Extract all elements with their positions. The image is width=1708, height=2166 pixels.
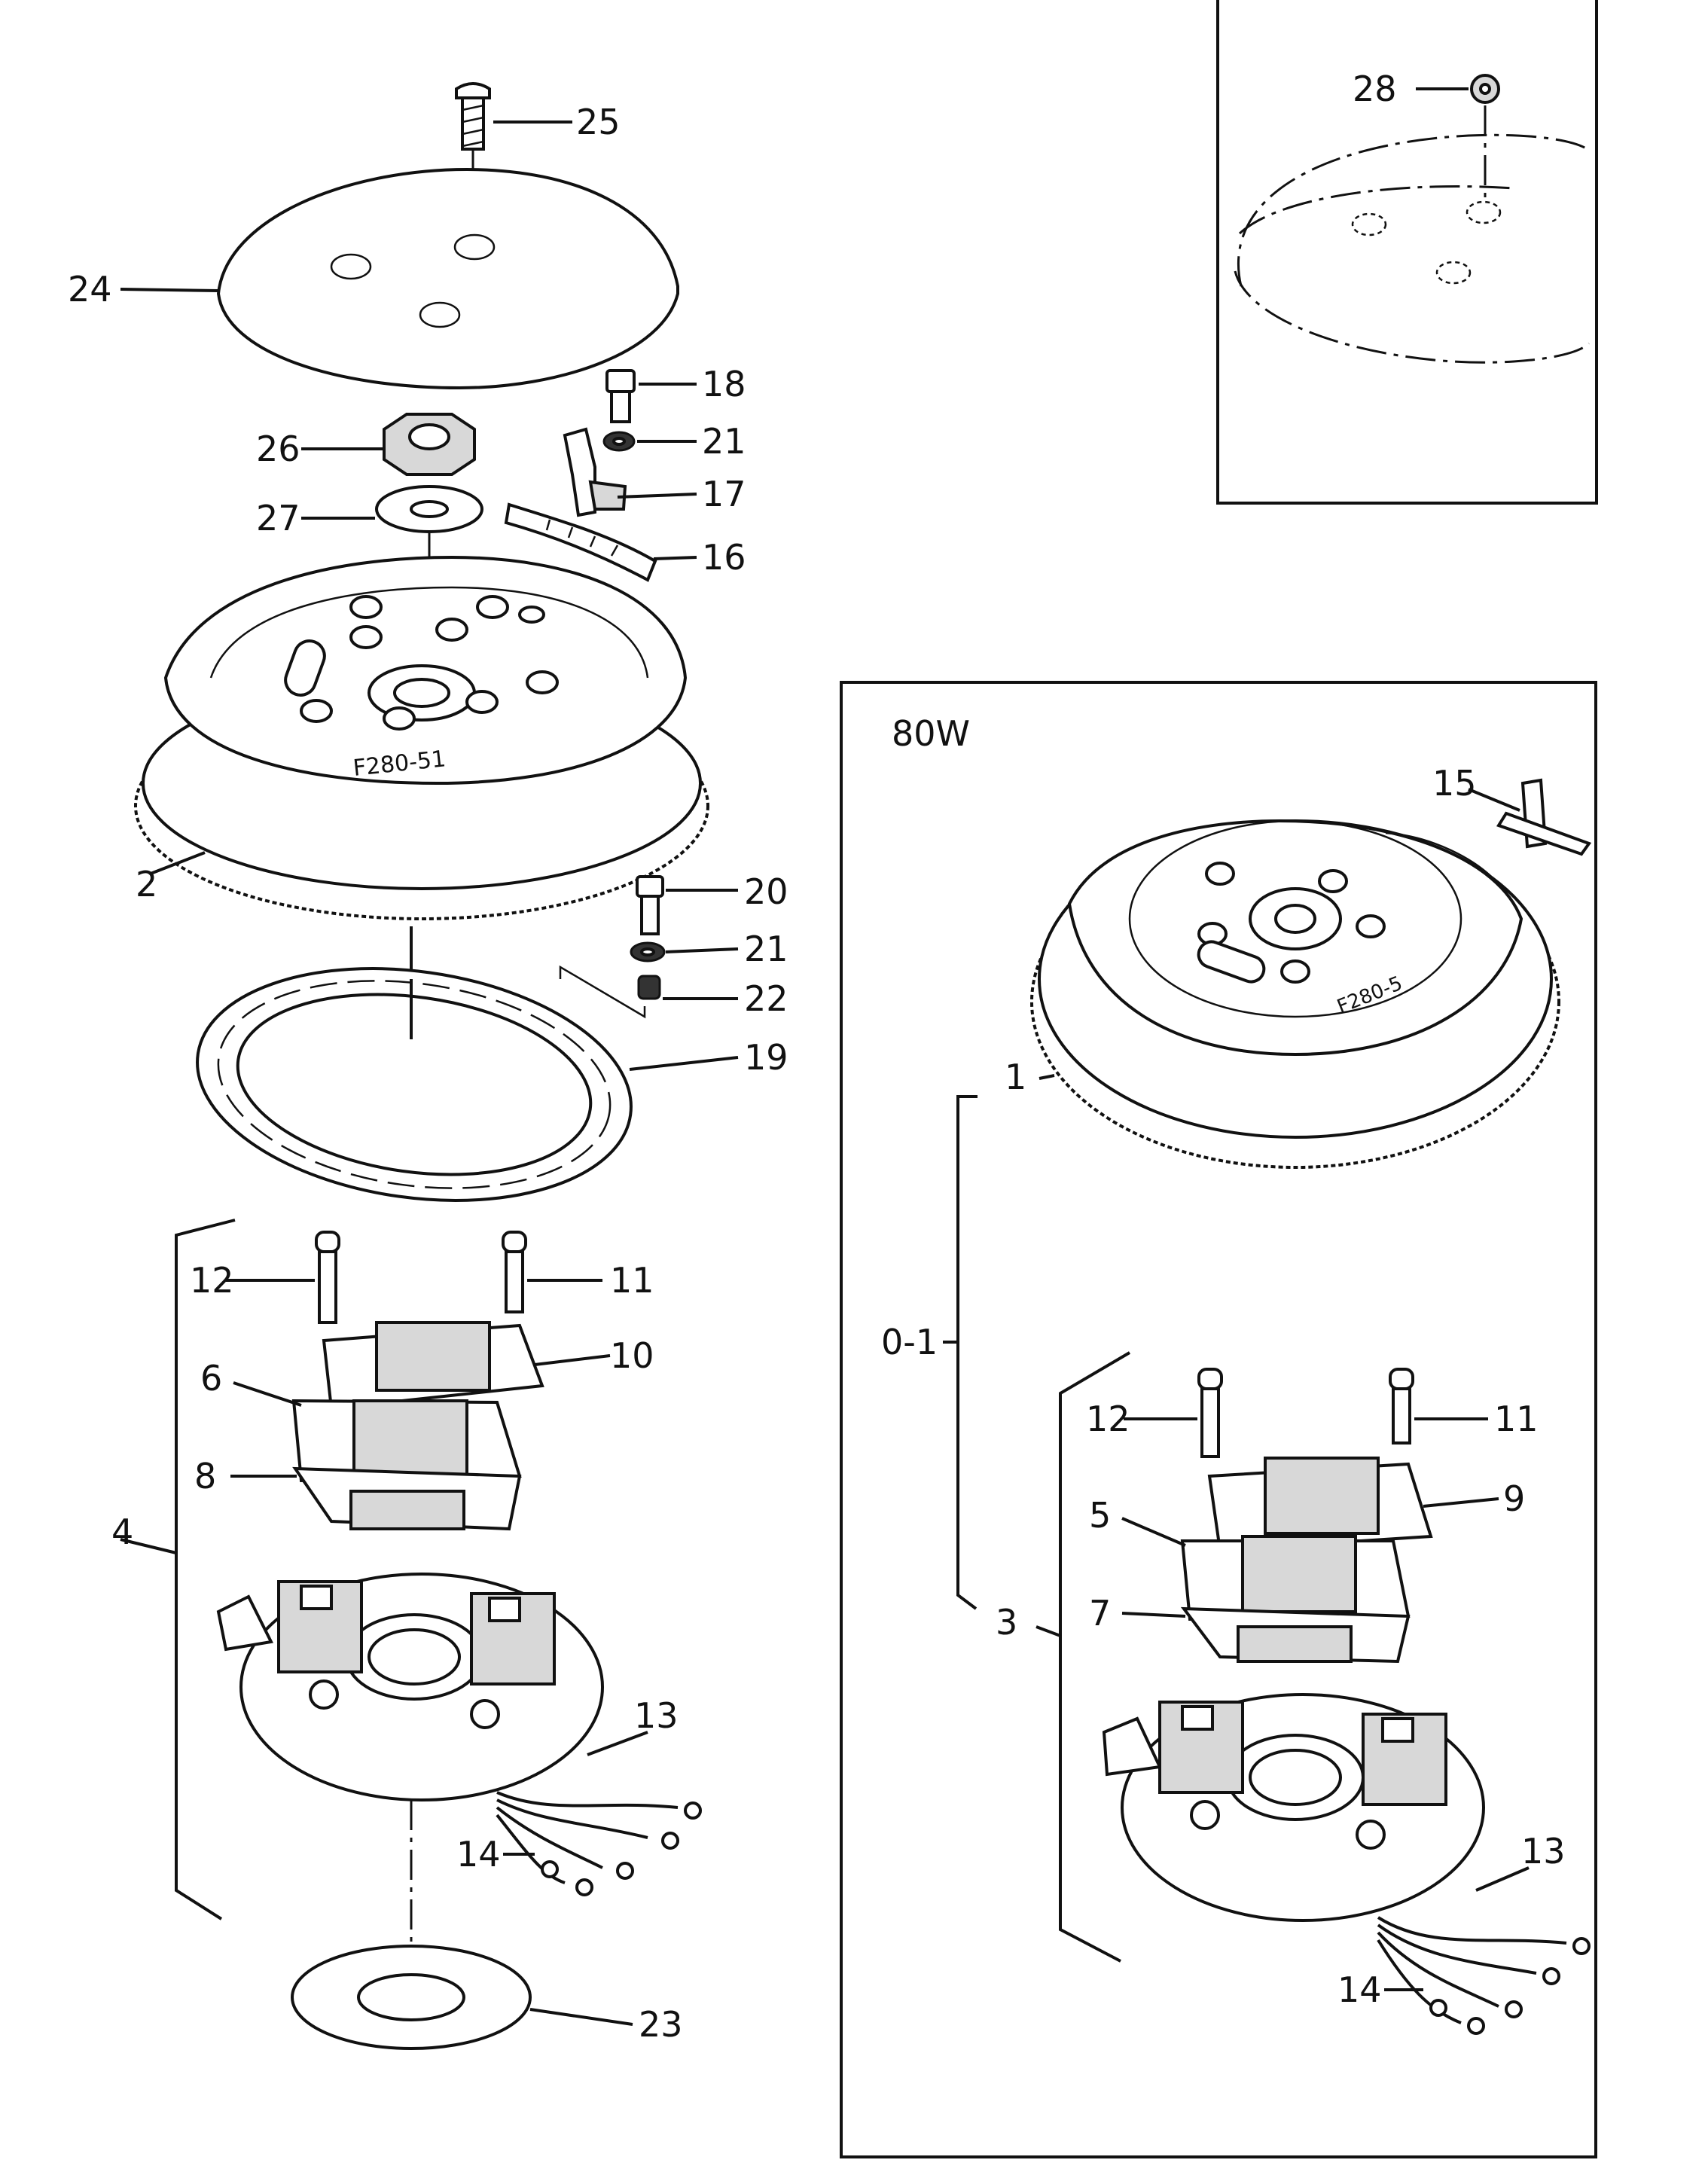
bolt-18 (605, 369, 697, 423)
main-assembly: 25 24 18 26 21 (68, 82, 788, 2050)
callout-1: 1 (1005, 1057, 1026, 1097)
callout-19: 19 (744, 1037, 788, 1078)
nut-26 (301, 413, 476, 476)
washer-21-upper (602, 431, 697, 452)
callout-9: 9 (1503, 1478, 1525, 1519)
callout-3: 3 (996, 1602, 1017, 1643)
flywheel-1: F280-5 (1030, 819, 1560, 1169)
pointer-17 (563, 427, 697, 517)
callout-12-main: 12 (190, 1260, 234, 1301)
callout-28: 28 (1353, 69, 1397, 109)
callout-23: 23 (639, 2004, 683, 2045)
washer-23 (291, 1945, 633, 2050)
callout-20: 20 (744, 871, 788, 912)
callout-11-80w: 11 (1494, 1399, 1539, 1439)
callout-13-80w: 13 (1521, 1831, 1566, 1872)
callout-4: 4 (111, 1512, 133, 1552)
coil-8 (230, 1466, 522, 1531)
screw-25 (455, 82, 572, 239)
stator-base (216, 1573, 604, 1996)
callout-26: 26 (256, 429, 300, 469)
callout-15: 15 (1432, 763, 1477, 804)
bolt-20 (636, 875, 738, 935)
callout-10: 10 (610, 1335, 654, 1376)
callout-22: 22 (744, 978, 788, 1019)
callout-7: 7 (1089, 1593, 1111, 1634)
callout-11-main: 11 (610, 1260, 654, 1301)
callout-24: 24 (68, 269, 112, 310)
timing-scale-16 (504, 502, 697, 582)
callout-21-upper: 21 (702, 421, 746, 462)
callout-5: 5 (1089, 1495, 1111, 1536)
wire-harness-80w (1377, 1866, 1591, 2035)
callout-21-lower: 21 (744, 929, 788, 969)
stator-base-80w (1102, 1693, 1485, 1922)
screw-11-main (502, 1231, 602, 1313)
box-80w-title: 80W (892, 713, 970, 754)
callout-13-main: 13 (634, 1695, 679, 1736)
callout-2: 2 (136, 864, 157, 905)
callout-14-80w: 14 (1337, 1969, 1382, 2010)
callout-16: 16 (702, 537, 746, 578)
callout-8: 8 (194, 1456, 216, 1496)
coil-10 (322, 1321, 611, 1411)
callout-27: 27 (256, 498, 300, 538)
coil-9 (1207, 1457, 1499, 1552)
coil-6 (233, 1381, 522, 1483)
callout-12-80w: 12 (1086, 1399, 1130, 1439)
flywheel-cover-24 (120, 167, 679, 390)
screw-12-80w (1124, 1368, 1223, 1458)
ring-19 (196, 967, 739, 1202)
box-80w: 80W 15 F280-5 1 (840, 681, 1597, 2158)
screw-12-main (226, 1231, 340, 1324)
callout-18: 18 (702, 364, 746, 404)
washer-27 (301, 485, 483, 693)
washer-21-lower (630, 941, 739, 962)
callout-0-1: 0-1 (881, 1322, 938, 1362)
callout-6: 6 (200, 1358, 222, 1399)
callout-17: 17 (702, 474, 746, 514)
pointer-15 (1468, 778, 1592, 856)
callout-14-main: 14 (456, 1834, 501, 1875)
callout-25: 25 (576, 102, 621, 142)
flywheel-2: F280-51 (134, 555, 709, 920)
inset-panel: 28 (1216, 0, 1598, 505)
screw-11-80w (1389, 1368, 1488, 1445)
coil-5 (1121, 1517, 1411, 1621)
collar-22 (559, 965, 738, 1019)
coil-7 (1121, 1606, 1411, 1664)
wire-harness-main (496, 1731, 702, 1896)
